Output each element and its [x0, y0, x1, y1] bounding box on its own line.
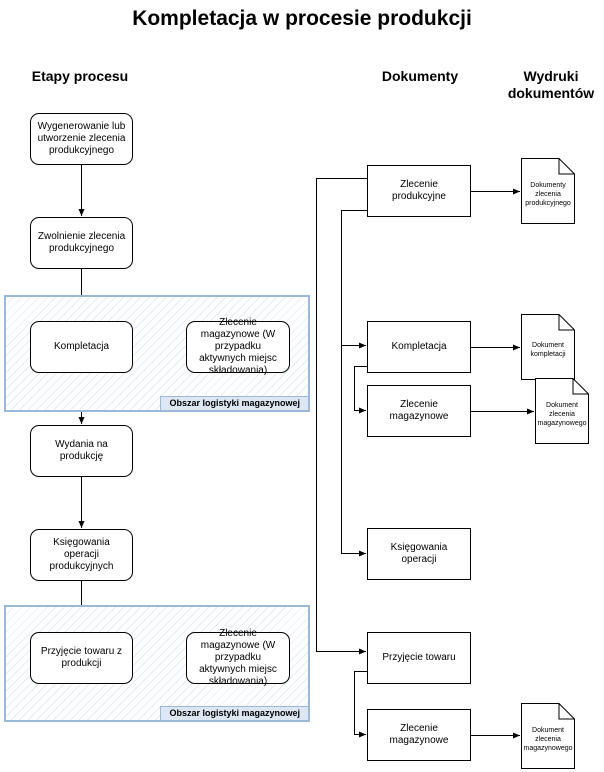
doc-goods-receipt: Przyjęcie towaru	[367, 632, 471, 684]
warehouse-area-label: Obszar logistyki magazynowej	[160, 396, 308, 410]
step-picking: Kompletacja	[30, 321, 133, 373]
document-icon	[521, 158, 575, 224]
header-stages: Etapy procesu	[31, 68, 129, 84]
printout-label: Dokument zlecenia magazynowego	[537, 401, 587, 427]
step-generate-order: Wygenerowanie lub utworzenie zlecenia pr…	[30, 113, 133, 165]
printout-production-order-documents: Dokumenty zlecenia produkcyjnego	[521, 158, 575, 224]
connector-picking-warehouse	[354, 366, 367, 414]
printout-warehouse-order-2: Dokument zlecenia magazynowego	[521, 703, 575, 769]
connector-bus-main	[316, 178, 367, 655]
printout-label: Dokumenty zlecenia produkcyjnego	[525, 181, 571, 207]
document-icon	[535, 378, 589, 444]
document-icon	[521, 703, 575, 769]
step-release-order: Zwolnienie zlecenia produkcyjnego	[30, 217, 133, 269]
step-warehouse-order-2: Zlecenie magazynowe (W przypadku aktywny…	[186, 628, 290, 687]
connector-bus-inner	[341, 210, 367, 557]
document-icon	[521, 314, 575, 380]
printout-label: Dokument kompletacji	[530, 342, 566, 358]
warehouse-area-label: Obszar logistyki magazynowej	[160, 706, 308, 720]
header-documents: Dokumenty	[381, 68, 459, 84]
doc-warehouse-order-1: Zlecenie magazynowe	[367, 385, 471, 437]
doc-warehouse-order-2: Zlecenie magazynowe	[367, 709, 471, 761]
doc-posting-operations: Księgowania operacji	[367, 528, 471, 580]
printout-warehouse-order-1: Dokument zlecenia magazynowego	[535, 378, 589, 444]
step-warehouse-order-1: Zlecenie magazynowe (W przypadku aktywny…	[186, 317, 290, 376]
header-printouts: Wydruki dokumentów	[507, 68, 595, 101]
step-receive-goods: Przyjęcie towaru z produkcji	[30, 632, 133, 684]
printout-label: Dokument zlecenia magazynowego	[523, 726, 573, 752]
doc-picking: Kompletacja	[367, 321, 471, 373]
printout-picking-document: Dokument kompletacji	[521, 314, 575, 380]
step-posting-operations: Księgowania operacji produkcyjnych	[30, 529, 133, 581]
page-title: Kompletacja w procesie produkcji	[132, 7, 472, 30]
connector-receipt-warehouse	[354, 671, 367, 738]
doc-production-order: Zlecenie produkcyjne	[367, 165, 471, 217]
step-issue-to-production: Wydania na produkcję	[30, 425, 133, 477]
